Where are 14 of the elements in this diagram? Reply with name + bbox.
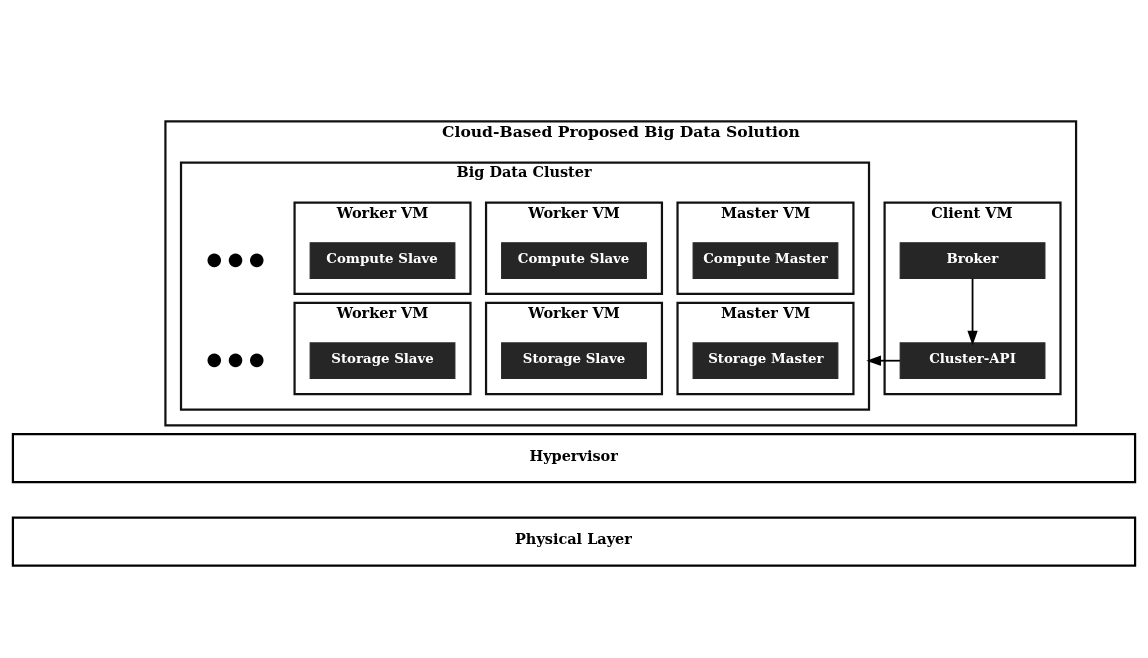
node-box: Storage Master	[692, 341, 839, 379]
arrow	[967, 277, 978, 345]
node-box: Cluster-API	[899, 341, 1046, 379]
node-box: Storage Slave	[309, 341, 456, 379]
node-box: Compute Slave	[501, 241, 647, 279]
node-box: Compute Master	[692, 241, 839, 279]
node-box: Compute Slave	[309, 241, 456, 279]
label: ● ● ●	[206, 347, 265, 369]
node-box: Hypervisor	[11, 432, 1137, 483]
node-box: Storage Slave	[501, 341, 647, 379]
arrow	[866, 355, 901, 366]
node-box: Physical Layer	[11, 516, 1137, 567]
node-box: Broker	[899, 241, 1046, 279]
label: ● ● ●	[206, 247, 265, 269]
